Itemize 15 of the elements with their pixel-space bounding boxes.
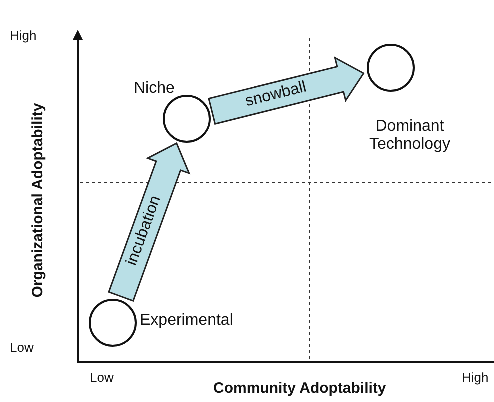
circle-marker xyxy=(163,95,211,143)
block-arrow xyxy=(108,142,191,302)
axis-label: Low xyxy=(10,340,34,355)
node-label: Experimental xyxy=(140,312,234,330)
axis-title: Organizational Adoptability xyxy=(30,102,47,298)
axis-label: Low xyxy=(90,370,114,385)
axis-label: High xyxy=(10,28,37,43)
axis-label: High xyxy=(462,370,489,385)
node-label: Niche xyxy=(134,80,175,98)
node-label: Dominant Technology xyxy=(368,118,452,154)
axis-title: Community Adoptability xyxy=(214,380,386,397)
block-arrow xyxy=(208,56,365,125)
circle-marker xyxy=(367,44,415,92)
circle-marker xyxy=(89,299,137,347)
edge-label: snowball xyxy=(244,79,309,112)
